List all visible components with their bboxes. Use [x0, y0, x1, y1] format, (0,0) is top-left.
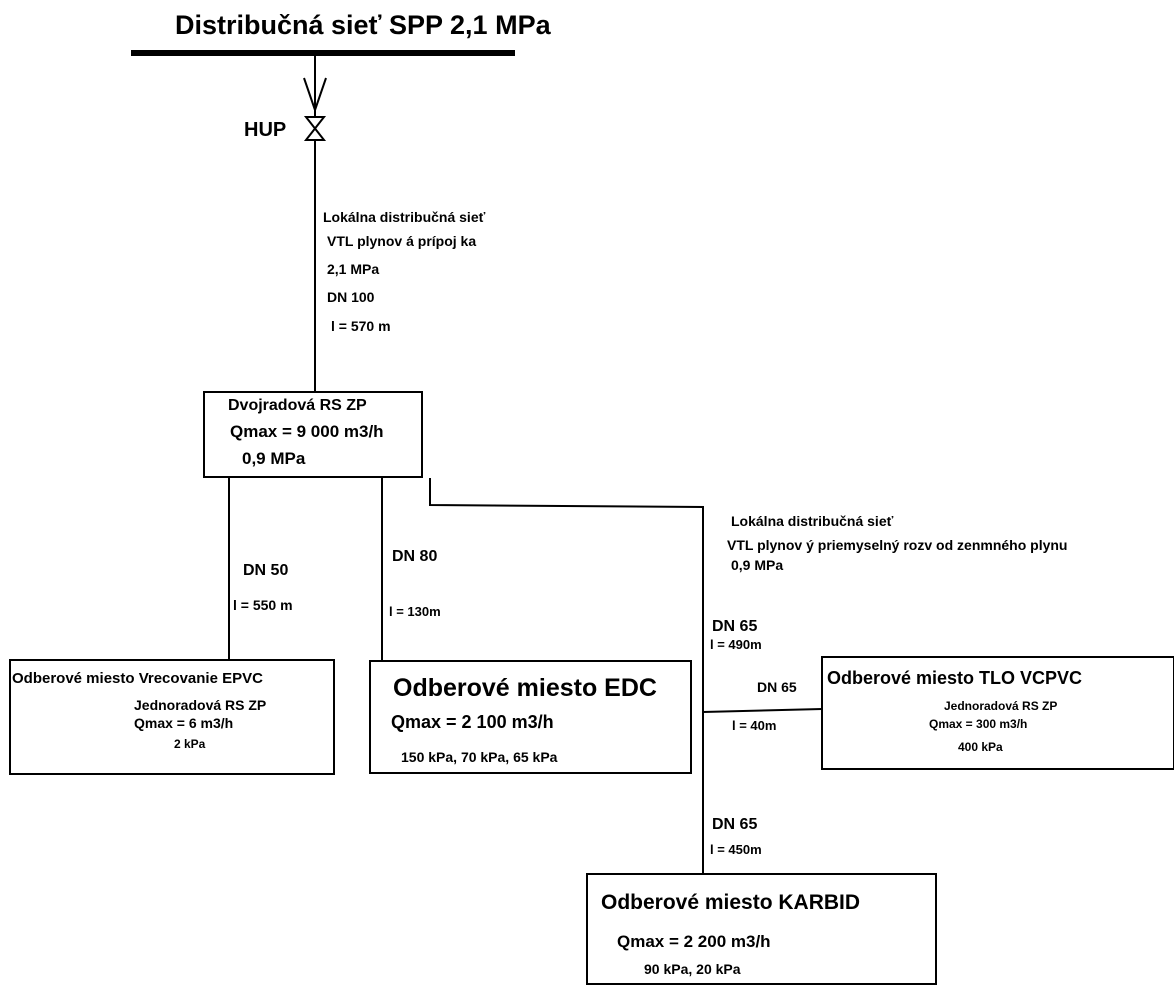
karbid-title: Odberové miesto KARBID [601, 891, 861, 914]
tlo-station: Jednoradová RS ZP [944, 699, 1058, 713]
pipe-branch [429, 478, 704, 875]
vrecovanie-qmax: Qmax = 6 m3/h [134, 715, 234, 731]
main-line-label-2: VTL plynov á prípoj ka [327, 233, 477, 249]
pipe-dn50-length: l = 550 m [233, 597, 293, 613]
tlo-box [821, 656, 1174, 770]
main-line-pressure: 2,1 MPa [327, 261, 380, 277]
pipe-dn80-label: DN 80 [392, 548, 438, 565]
hup-label: HUP [244, 119, 287, 141]
pipe-dn65-label-3: DN 65 [712, 816, 758, 833]
edc-box [369, 660, 692, 774]
edc-qmax: Qmax = 2 100 m3/h [391, 712, 554, 732]
main-line-length: l = 570 m [331, 318, 391, 334]
pipe-dn50-label: DN 50 [243, 562, 289, 579]
branch-line-label-2: VTL plynov ý priemyselný rozv od zenmnéh… [727, 537, 1068, 553]
pipe-dn65-label-1: DN 65 [712, 618, 758, 635]
pipe-dn65-length-3: l = 450m [710, 842, 762, 857]
tlo-qmax: Qmax = 300 m3/h [929, 717, 1028, 731]
edc-pressure: 150 kPa, 70 kPa, 65 kPa [401, 749, 558, 765]
rs-station-box [203, 391, 423, 478]
vrecovanie-station: Jednoradová RS ZP [134, 697, 267, 713]
branch-line-pressure: 0,9 MPa [731, 557, 784, 573]
pipe-dn65-label-2: DN 65 [757, 679, 797, 695]
flow-arrow [303, 77, 327, 114]
station-name: Dvojradová RS ZP [228, 397, 367, 414]
pipe-dn80-length: l = 130m [389, 604, 441, 619]
pipe-dn65-length-1: l = 490m [710, 637, 762, 652]
pipe-dn65-length-2: l = 40m [732, 718, 777, 733]
station-qmax: Qmax = 9 000 m3/h [230, 422, 384, 441]
karbid-box [586, 873, 937, 985]
vrecovanie-box [9, 659, 335, 775]
tlo-pressure: 400 kPa [958, 740, 1003, 754]
vrecovanie-title: Odberové miesto Vrecovanie EPVC [12, 670, 263, 687]
branch-line-label-1: Lokálna distribučná sieť [731, 513, 894, 529]
main-line-dn: DN 100 [327, 289, 375, 305]
pipe-tlo [702, 708, 823, 713]
karbid-pressure: 90 kPa, 20 kPa [644, 961, 741, 977]
page-title: Distribučná sieť SPP 2,1 MPa [175, 10, 551, 40]
hup-valve [303, 116, 327, 141]
tlo-title: Odberové miesto TLO VCPVC [827, 668, 1083, 688]
main-line-label-1: Lokálna distribučná sieť [323, 209, 486, 225]
karbid-qmax: Qmax = 2 200 m3/h [617, 932, 771, 951]
station-pressure: 0,9 MPa [242, 449, 306, 468]
edc-title: Odberové miesto EDC [393, 674, 657, 702]
vrecovanie-pressure: 2 kPa [174, 737, 206, 751]
